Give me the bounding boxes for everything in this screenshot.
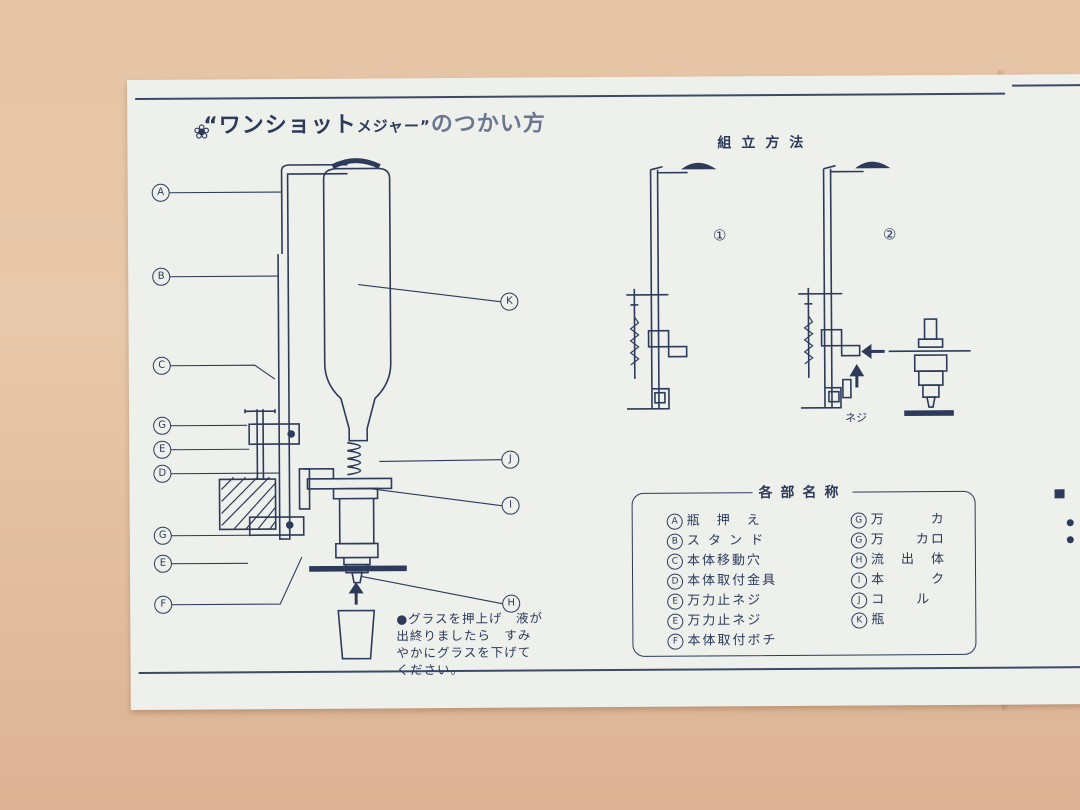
next-panel-bullet-2 xyxy=(1066,536,1074,544)
glass xyxy=(337,609,376,660)
label-g-upper: G xyxy=(153,416,172,435)
next-panel-marker xyxy=(1054,489,1065,499)
label-j: J xyxy=(501,450,520,469)
next-panel-bullet-1 xyxy=(1066,519,1074,527)
note-line-3: やかにグラスを下げて xyxy=(396,644,532,661)
note-line-1: ●グラスを押上げ 液が xyxy=(396,610,544,627)
bottle-cap xyxy=(331,158,381,169)
stand-rod xyxy=(277,254,290,380)
parts-list-title: 各部名称 xyxy=(752,481,853,503)
step-2-number: ② xyxy=(882,225,897,244)
assembly-title: 組立方法 xyxy=(717,134,814,152)
label-e-lower: E xyxy=(153,554,173,573)
mount-lower xyxy=(248,516,305,537)
label-b: B xyxy=(152,267,171,286)
instruction-sheet: ❀ “ワンショットメジャー”のつかい方 xyxy=(127,74,1080,710)
mount-upper xyxy=(248,423,301,446)
label-f: F xyxy=(154,595,173,614)
label-c: C xyxy=(152,356,171,375)
dispenser-diagram xyxy=(167,158,971,660)
usage-note: ●グラスを押上げ 液が 出終りましたら すみ やかにグラスを下げて ください。 xyxy=(396,609,596,678)
cork-spring xyxy=(347,441,362,476)
label-g-lower: G xyxy=(153,526,172,545)
table-edge xyxy=(218,478,277,531)
body-tube xyxy=(338,498,375,545)
label-e-upper: E xyxy=(153,440,172,459)
label-a: A xyxy=(151,183,170,202)
collar-plate xyxy=(306,477,393,490)
bottle-outline xyxy=(322,167,392,442)
step-1-number: ① xyxy=(712,226,727,245)
bottle-holder-arm xyxy=(280,163,348,255)
label-d: D xyxy=(153,464,172,483)
label-i: I xyxy=(501,496,520,515)
note-line-4: ください。 xyxy=(396,661,465,678)
screw-label: ネジ xyxy=(845,411,868,425)
label-k: K xyxy=(500,292,519,311)
note-line-2: 出終りましたら すみ xyxy=(396,627,532,644)
